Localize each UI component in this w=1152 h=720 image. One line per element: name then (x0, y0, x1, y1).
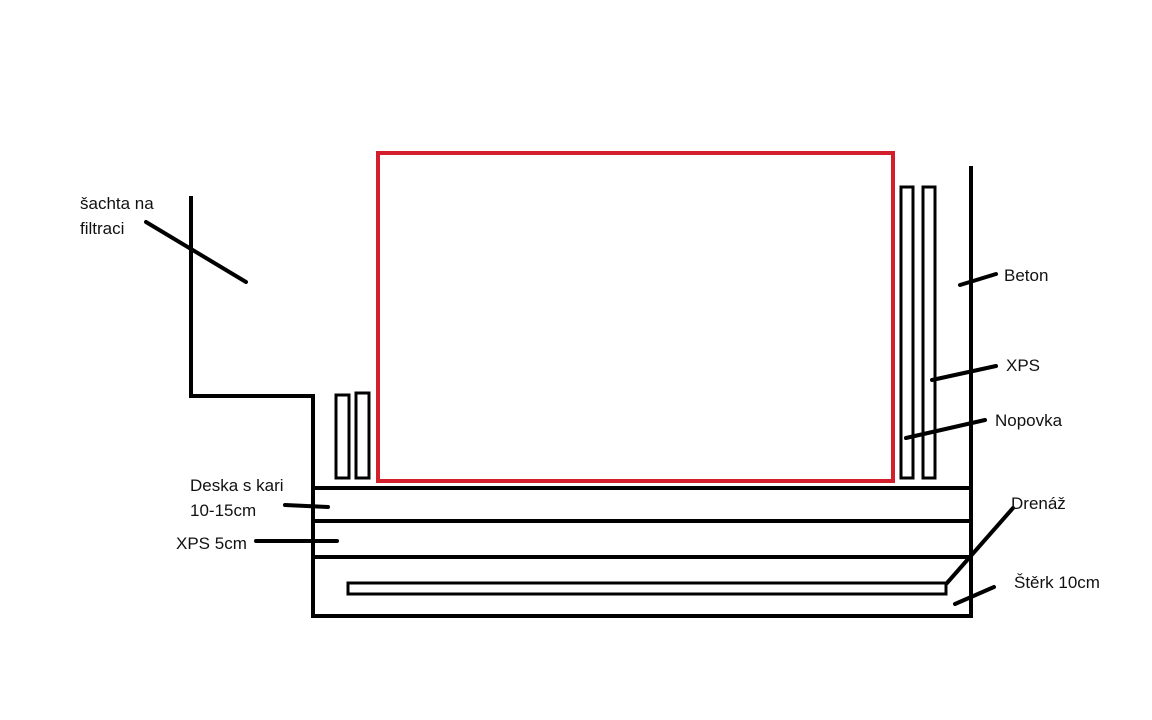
xps-leader (930, 364, 998, 382)
pool-outline (376, 151, 895, 483)
right-panel-nopovka (899, 185, 915, 480)
gravel-label: Štěrk 10cm (1014, 573, 1100, 592)
left-insulation (334, 391, 371, 480)
right-insulation (899, 185, 937, 480)
concrete-label: Beton (1004, 266, 1048, 285)
filtration-shaft-label-line2: filtraci (80, 219, 124, 238)
shaft-leader (144, 220, 248, 284)
leader-lines (144, 220, 1015, 606)
right-panel-xps (921, 185, 937, 480)
gravel-leader (953, 585, 996, 606)
drainage-pipe (346, 581, 948, 596)
slab-leader (283, 503, 330, 509)
left-panel-outer (334, 393, 351, 480)
slab-label-line1: Deska s kari (190, 476, 284, 495)
left-panel-inner (354, 391, 371, 480)
drainage-label: Drenáž (1011, 494, 1066, 513)
xps-base-label: XPS 5cm (176, 534, 247, 553)
drainage-leader (945, 506, 1015, 585)
nopovka-leader (904, 418, 987, 440)
slab-label-line2: 10-15cm (190, 501, 256, 520)
foundation (311, 166, 973, 618)
concrete-leader (958, 272, 998, 287)
filtration-shaft-label-line1: šachta na (80, 194, 154, 213)
xps-label: XPS (1006, 356, 1040, 375)
nopovka-label: Nopovka (995, 411, 1063, 430)
